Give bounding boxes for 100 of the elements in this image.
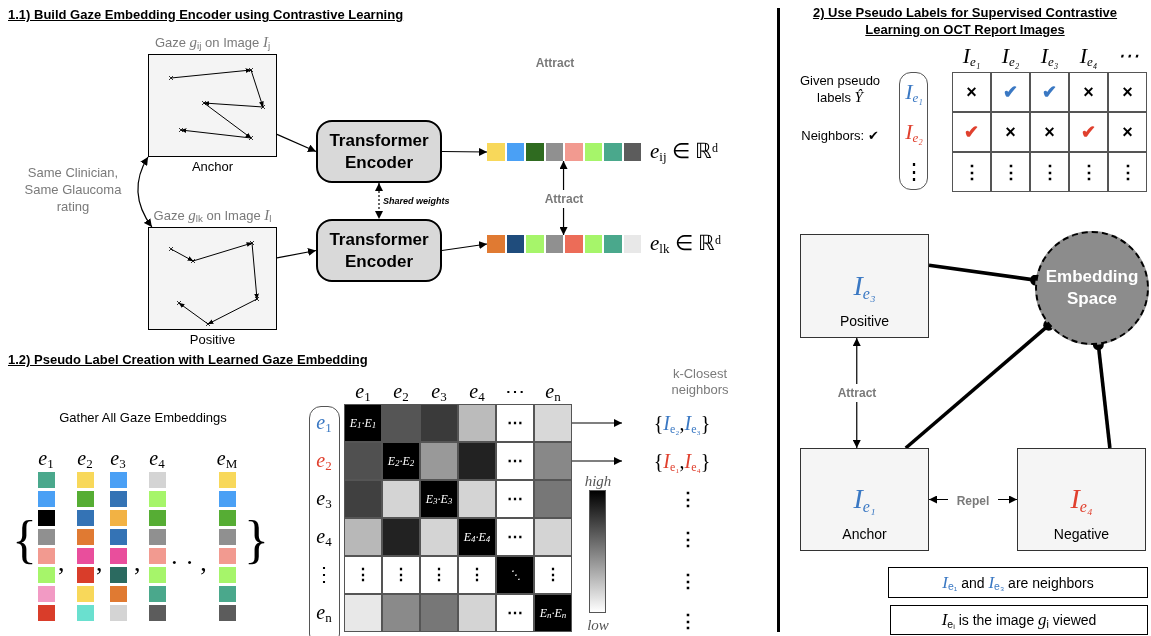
arrow [276,248,317,259]
embedding-vector [77,472,94,621]
column-header: e$_{2}$ [392,380,410,404]
row-header: e$_{1}$ [315,411,333,435]
column-header: I$_{e₄}$ [1078,42,1099,72]
column-heading: k-Closest neighbors [670,366,730,398]
image-caption: Anchor [190,159,235,175]
column-header: e$_{3}$ [430,380,448,404]
table-cell: ✔ [1030,72,1069,112]
row-header: ⋮ [902,158,926,186]
attract-label: Attract [534,55,576,72]
image-box [148,54,277,157]
image-box [800,448,929,551]
table-cell: ⋮ [952,152,991,192]
matrix-cell: ⋮ [534,556,572,594]
matrix-cell: ⋮ [344,556,382,594]
ellipsis-symbol: ⋮ [678,610,698,632]
column-header: e$_{1}$ [354,380,372,404]
table-cell: × [991,112,1030,152]
note-box: I$_{eᵢ}$ is the image g$_{i}$ viewed [890,605,1148,635]
arrow [571,457,623,465]
curved-double-arrow [137,156,153,228]
image-symbol: I$_{e₁}$ [853,484,876,514]
legend-text: Neighbors: ✔ [800,127,880,145]
table-cell: ✔ [991,72,1030,112]
matrix-cell: ⋯ [496,518,534,556]
encoder-box: Transformer Encoder [316,219,442,282]
image-symbol: I$_{e₃}$ [853,271,876,301]
embedding-vector [149,472,166,621]
encoder-box: Transformer Encoder [316,120,442,183]
embedding-vector [110,472,127,621]
neighbor-set: {I$_{e₂}$,I$_{e₃}$} [622,410,742,436]
column-header: I$_{e₁}$ [961,42,982,72]
image-heading: Gaze g$_{lk}$ on Image I$_{l}$ [152,206,273,225]
ellipsis-symbol: · · , [170,548,208,578]
vector-label: e$_{lk}$ ∈ ℝ$^{d}$ [650,230,721,257]
embedding-vector [487,235,641,253]
scale-label: low [586,616,610,635]
connector-line [904,319,1055,450]
image-caption: Positive [188,332,237,348]
scale-label: high [583,472,613,491]
section-heading: 1.1) Build Gaze Embedding Encoder using Contrastive Learning [8,6,405,24]
image-caption: Anchor [842,526,887,542]
legend-text: Given pseudo labels Ŷ [798,72,882,107]
matrix-cell: E$_{n}$·E$_{n}$ [534,594,572,632]
note-box: I$_{e₁}$ and I$_{e₃}$ are neighbors [888,567,1148,598]
neighbor-set: {I$_{e₁}$,I$_{e₄}$} [622,448,742,474]
vector-label: e$_{3}$ [109,447,127,471]
matrix-cell [534,442,572,480]
table-cell: × [952,72,991,112]
ellipsis-symbol: ⋮ [678,488,698,510]
image-symbol: I$_{e₄}$ [1070,484,1093,514]
matrix-cell: E$_{4}$·E$_{4}$ [458,518,496,556]
matrix-cell [534,404,572,442]
matrix-cell: ⋯ [496,594,534,632]
ellipsis-symbol: ⋮ [678,528,698,550]
vector-label: e$_{2}$ [76,447,94,471]
image-box [800,234,929,338]
section-heading: 2) Use Pseudo Labels for Supervised Contrastive Learning on OCT Report Images [811,4,1119,39]
edge-label: Same Clinician, Same Glaucoma rating [23,164,123,215]
row-header: e$_{n}$ [315,601,333,625]
column-header: e$_{4}$ [468,380,486,404]
image-caption: Negative [1053,526,1110,542]
matrix-cell: ⋯ [496,404,534,442]
column-header: ⋯ [504,380,526,404]
arrow [441,147,488,156]
row-header: I$_{e₁}$ [904,78,924,108]
matrix-cell: ⋮ [420,556,458,594]
vector-label: e$_{ij}$ ∈ ℝ$^{d}$ [650,138,719,165]
table-cell: ⋮ [1108,152,1147,192]
caption-text: Gather All Gaze Embeddings [58,409,228,427]
brace-symbol: { [12,510,36,570]
column-header: I$_{e₃}$ [1039,42,1060,72]
double-arrow [375,182,383,220]
section-heading: 1.2) Pseudo Label Creation with Learned Gaze Embedding [8,351,369,369]
matrix-cell: ⋯ [496,480,534,518]
row-header: e$_{2}$ [315,449,333,473]
comma-symbol: , [58,548,66,578]
matrix-cell: ⋯ [496,442,534,480]
matrix-cell: E$_{3}$·E$_{3}$ [420,480,458,518]
row-header: e$_{4}$ [315,525,333,549]
matrix-cell: ⋮ [458,556,496,594]
table-cell: × [1030,112,1069,152]
table-cell: ✔ [1069,112,1108,152]
arrow [571,419,623,427]
comma-symbol: , [134,548,142,578]
column-header: I$_{e₂}$ [1000,42,1021,72]
image-caption: Positive [840,313,889,329]
vector-label: e$_{4}$ [148,447,166,471]
vector-label: e$_{M}$ [215,447,239,471]
matrix-cell: ⋮ [382,556,420,594]
embedding-vector [38,472,55,621]
edge-label: Shared weights [383,195,451,208]
table-cell: × [1108,72,1147,112]
table-cell: × [1108,112,1147,152]
ellipsis-symbol: ⋮ [678,570,698,592]
table-cell: ⋮ [991,152,1030,192]
column-header: ⋯ [1115,42,1140,70]
matrix-cell: ⋱ [496,556,534,594]
arrow [276,133,317,153]
